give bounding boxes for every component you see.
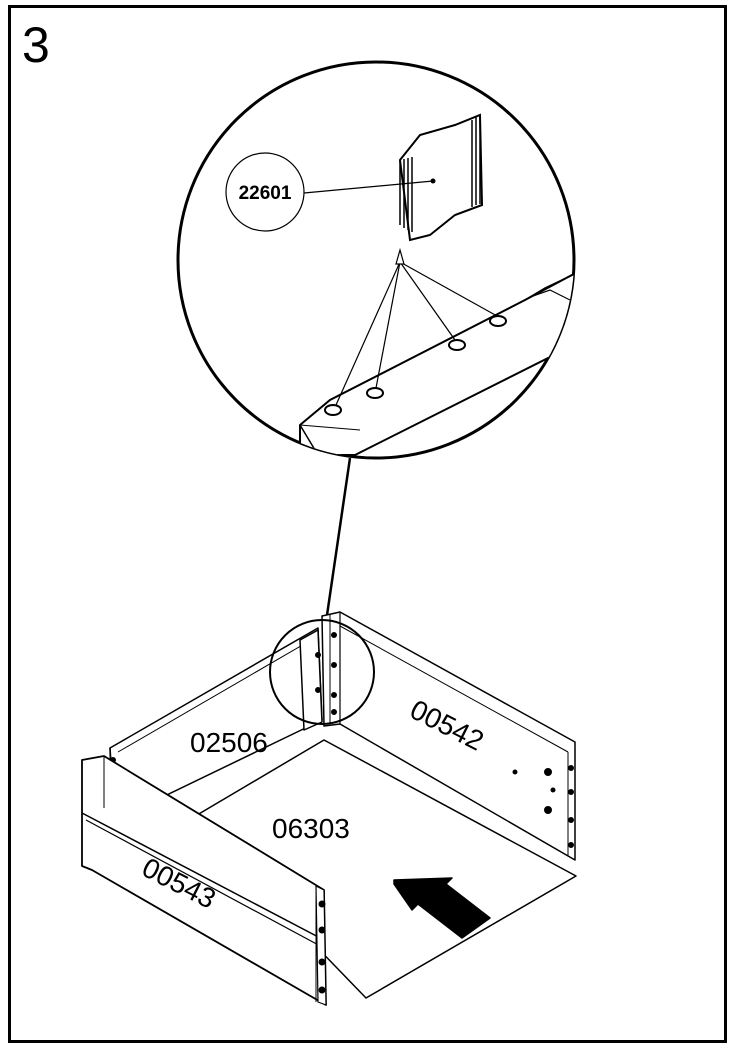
- part-label-bottom-panel: 06303: [272, 813, 350, 844]
- drawer-assembly: [81, 611, 577, 1006]
- nail-packet-illustration: [398, 113, 484, 242]
- zoom-holes: [324, 315, 507, 416]
- front-panel: [81, 755, 327, 1006]
- part-label-back-panel: 02506: [190, 727, 268, 758]
- detail-zoom-view: 22601: [176, 60, 576, 460]
- hardware-callout-bubble: [225, 152, 305, 232]
- left-corner-post: [299, 629, 323, 731]
- zoom-leader-lines: [335, 247, 498, 406]
- hardware-label: 22601: [239, 183, 292, 204]
- page-frame: [8, 5, 727, 1043]
- hardware-callout: 22601: [225, 152, 434, 232]
- right-side-panel: [321, 611, 576, 861]
- step-number: 3: [22, 17, 50, 73]
- detail-circle-small: [269, 619, 375, 725]
- insertion-arrow: [393, 877, 491, 939]
- zoom-connector-line: [324, 457, 352, 623]
